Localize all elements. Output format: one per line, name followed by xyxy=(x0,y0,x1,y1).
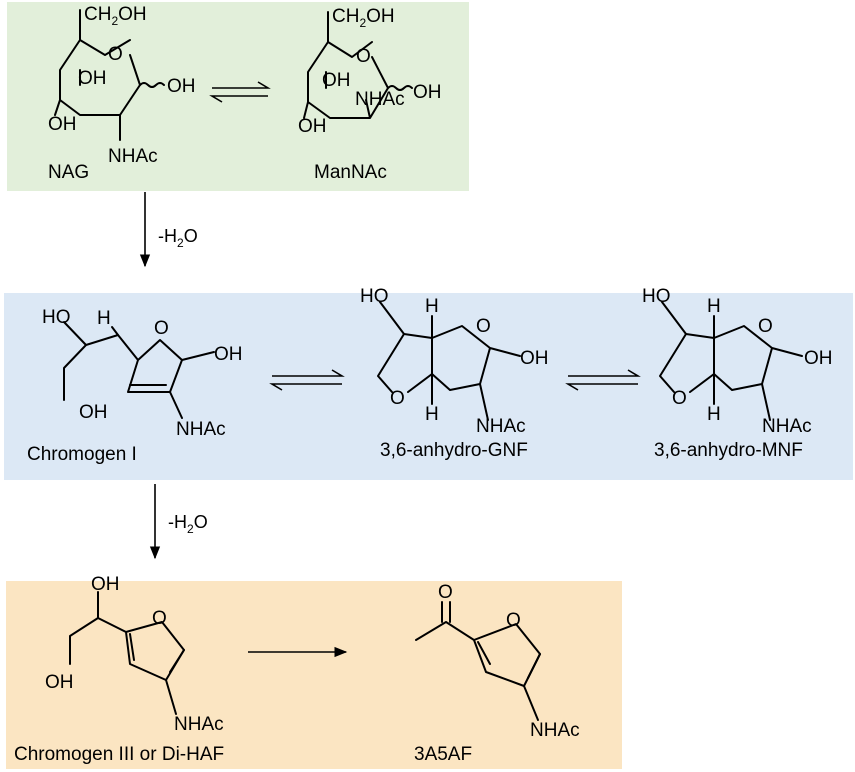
structure-mannac: CH2OH O OH OH NHAc OH ManNAc xyxy=(298,6,442,183)
gnf-oh: OH xyxy=(520,348,549,369)
label-nag: NAG xyxy=(48,162,89,183)
equilibrium-arrow-2 xyxy=(269,369,345,391)
step2-condition: -H2O xyxy=(168,512,208,536)
structure-gnf: HO H O OH O H NHAc 3,6-anhydro-GNF xyxy=(360,286,549,461)
nag-ring-o: O xyxy=(108,44,123,65)
mnf-h-top: H xyxy=(707,296,721,317)
panel-bottom xyxy=(6,581,622,769)
gnf-h-bottom: H xyxy=(425,404,439,425)
mannac-ch2oh: CH2OH xyxy=(332,6,395,30)
nag-ch2oh: CH2OH xyxy=(84,4,147,28)
3a5af-carbonyl-o: O xyxy=(438,582,453,603)
mannac-nhac: NHAc xyxy=(355,89,405,110)
chromogen3-oh-top: OH xyxy=(91,574,120,595)
panel-middle xyxy=(4,293,853,480)
label-gnf: 3,6-anhydro-GNF xyxy=(380,440,528,461)
gnf-ring-o2: O xyxy=(390,388,405,409)
label-chromogen3: Chromogen III or Di-HAF xyxy=(14,744,224,765)
nag-oh-3: OH xyxy=(78,68,107,89)
equilibrium-arrow-1 xyxy=(209,81,271,103)
chromogen3-oh: OH xyxy=(45,672,74,693)
structure-chromogen3: OH O OH NHAc Chromogen III or Di-HAF xyxy=(14,574,224,765)
structure-chromogen1: HO H O OH OH NHAc Chromogen I xyxy=(27,307,243,465)
3a5af-ring-o: O xyxy=(506,610,521,631)
mnf-ring-o: O xyxy=(758,316,773,337)
label-3a5af: 3A5AF xyxy=(414,744,472,765)
mannac-oh-3: OH xyxy=(322,70,351,91)
mnf-ring-o2: O xyxy=(672,388,687,409)
step2-arrow: -H2O xyxy=(149,484,208,560)
3a5af-nhac: NHAc xyxy=(530,720,580,741)
mnf-oh: OH xyxy=(804,348,833,369)
equilibrium-arrow-3 xyxy=(565,369,641,391)
label-chromogen1: Chromogen I xyxy=(27,444,137,465)
chromogen1-ho-top: HO xyxy=(42,307,71,328)
chromogen1-oh: OH xyxy=(214,344,243,365)
structure-mnf: HO H O OH O H NHAc 3,6-anhydro-MNF xyxy=(642,286,833,461)
gnf-h-top: H xyxy=(425,296,439,317)
mannac-oh-4: OH xyxy=(298,116,327,137)
step1-condition: -H2O xyxy=(158,226,198,250)
chromogen1-h: H xyxy=(97,308,111,329)
structure-3a5af: O O NHAc 3A5AF xyxy=(414,582,580,765)
label-mannac: ManNAc xyxy=(314,162,387,183)
chromogen1-nhac: NHAc xyxy=(176,419,226,440)
chromogen3-ring-o: O xyxy=(152,608,167,629)
structure-nag: CH2OH O OH OH OH NHAc NAG xyxy=(48,4,196,183)
nag-nhac: NHAc xyxy=(108,146,158,167)
chromogen3-nhac: NHAc xyxy=(174,714,224,735)
mnf-h-bottom: H xyxy=(707,404,721,425)
nag-oh-4: OH xyxy=(48,114,77,135)
label-mnf: 3,6-anhydro-MNF xyxy=(654,440,803,461)
mannac-oh-1: OH xyxy=(413,82,442,103)
mnf-nhac: NHAc xyxy=(762,416,812,437)
chromogen1-oh-bottom: OH xyxy=(79,402,108,423)
chromogen1-ring-o: O xyxy=(154,318,169,339)
gnf-nhac: NHAc xyxy=(476,416,526,437)
gnf-ho: HO xyxy=(360,286,389,307)
nag-oh-1: OH xyxy=(167,76,196,97)
mnf-ho: HO xyxy=(642,286,671,307)
mannac-ring-o: O xyxy=(356,46,371,67)
gnf-ring-o: O xyxy=(476,316,491,337)
step1-arrow: -H2O xyxy=(139,192,198,268)
